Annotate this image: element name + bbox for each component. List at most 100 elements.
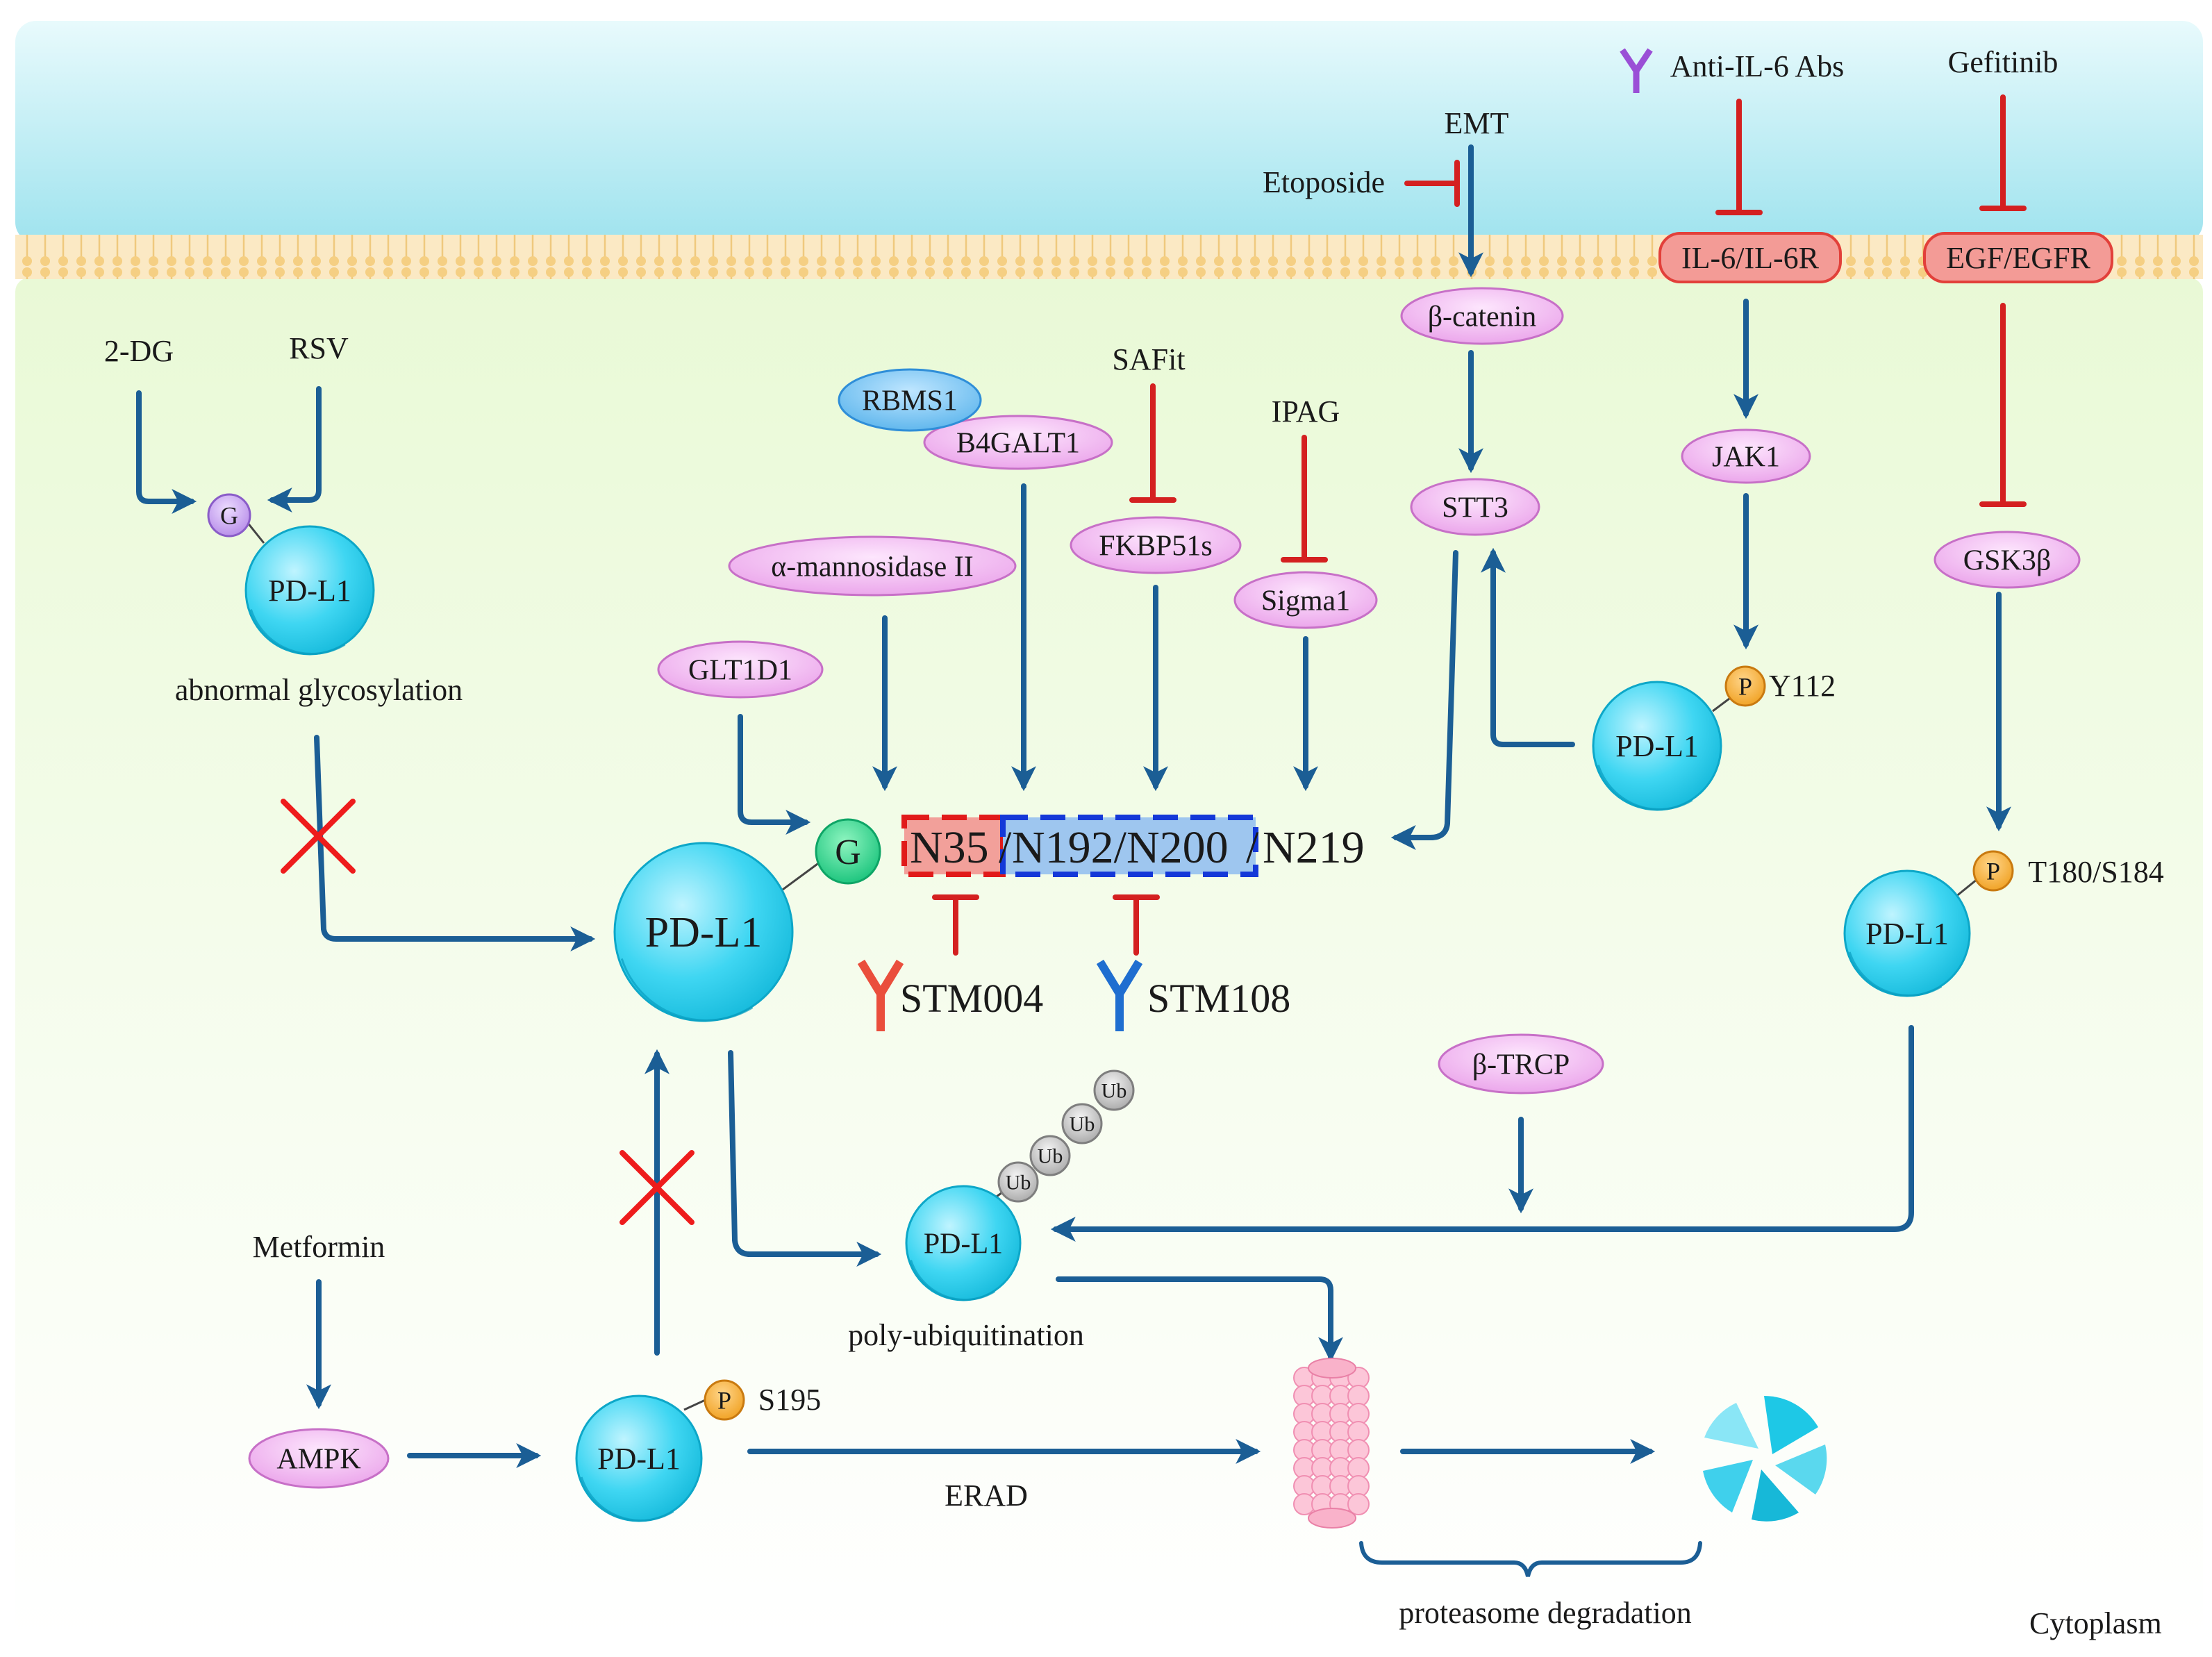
extracellular-region [15,21,2203,243]
glt1d1-node-label: GLT1D1 [688,654,792,686]
n35-site-label: N35 [910,822,989,873]
pdl1-abnormal-glycosylation-label: PD-L1 [268,574,351,608]
stm004-label: STM004 [900,976,1043,1021]
rsv-to-glycan-arrow [267,386,322,513]
phosphate-t180: P [1972,850,2014,892]
phosphate-y112-label: P [1738,673,1752,701]
pdl1-y112-to-stt3-arrow [1481,547,1575,747]
stm108-inhibits-n192-n200 [1113,894,1160,956]
pdl1-s195-label: PD-L1 [597,1442,681,1476]
beta-catenin-node-label: β-catenin [1428,301,1537,333]
stm108-antibody-icon [1096,959,1143,1031]
stt3-to-n219-arrow [1390,550,1458,850]
phosphate-s195: P [704,1379,745,1421]
pdl1-main-to-polyub-arrow [728,1050,882,1267]
proteasome-degradation-label: proteasome degradation [1399,1596,1692,1630]
erad-label: ERAD [945,1479,1028,1513]
n219-site-label: N219 [1263,822,1365,873]
rsv-label: RSV [289,331,349,365]
n192-n200-site-label: N192/N200 [1012,822,1229,873]
alpha-mannosidase-ii-node-label: α-mannosidase II [771,551,973,583]
rbms1-node-label: RBMS1 [862,385,958,417]
cytoplasm-region [15,278,2203,1639]
y112-label: Y112 [1769,669,1836,703]
pdl1-t180-s184-label: PD-L1 [1865,917,1949,951]
egfr-inhibits-gsk3b [1979,303,2027,507]
ampk-node: AMPK [248,1428,390,1489]
poly-ubiquitination-label: poly-ubiquitination [848,1318,1084,1352]
jak1-node-label: JAK1 [1712,441,1780,473]
abnormal-to-pdl1-main-arrow [314,735,596,951]
pdl1-polyubiquitinated: PD-L1 [905,1185,1022,1301]
glycosylation-site-box: N35 / N192/N200 / N219 [901,815,1365,877]
rbms1-node: RBMS1 [838,368,982,432]
cell-membrane [15,235,2203,279]
etoposide-label: Etoposide [1263,165,1385,199]
glycan-small: G [207,493,251,538]
il6-il6r-receptor: IL-6/IL-6R [1658,232,1842,283]
ubiquitin-1-label: Ub [1006,1172,1031,1194]
node-layer: IL-6/IL-6R EGF/EGFR β-cateninJAK1STT3GSK3β… [207,232,2113,1522]
two-dg-label: 2-DG [104,334,174,368]
ubiquitin-2: Ub [1029,1135,1071,1176]
glt1d1-node: GLT1D1 [657,640,824,699]
abnormal-glycosylation-label: abnormal glycosylation [175,673,463,707]
stt3-node-label: STT3 [1442,492,1508,524]
ipag-label: IPAG [1272,394,1340,428]
two-dg-to-glycan-arrow [136,390,197,514]
pdl1-y112-label: PD-L1 [1615,729,1699,763]
safit-inhibits-fkbp51s [1129,383,1176,503]
phosphate-y112: P [1724,665,1766,707]
sigma1-node-label: Sigma1 [1261,585,1350,617]
pdl1-t180-s184: PD-L1 [1843,869,1971,997]
safit-label: SAFit [1112,342,1185,376]
ubiquitin-4-label: Ub [1101,1080,1127,1103]
egf-egfr-receptor-label: EGF/EGFR [1946,241,2090,275]
blocked-s195-pathway-cross [619,1150,695,1225]
emt-label: EMT [1445,106,1509,140]
t180-s184-label: T180/S184 [2028,855,2164,889]
glycan-main-label: G [835,833,861,872]
ubiquitin-2-label: Ub [1038,1145,1063,1168]
metformin-label: Metformin [253,1230,385,1264]
arrow-layer [136,144,2011,1468]
il6-il6r-receptor-label: IL-6/IL-6R [1681,241,1820,275]
gsk3b-node-label: GSK3β [1963,544,2051,576]
block-cross-layer [281,799,695,1225]
s195-label: S195 [758,1383,821,1417]
ubiquitin-3: Ub [1061,1103,1103,1144]
pdl1-main-label: PD-L1 [645,909,763,956]
ipag-inhibits-sigma1 [1281,435,1328,563]
gefitinib-label: Gefitinib [1948,45,2059,79]
pdl1-t180-to-polyub-arrow [1050,1025,1914,1242]
beta-catenin-node: β-catenin [1400,287,1564,345]
anti-il6-abs-label: Anti-IL-6 Abs [1670,49,1845,83]
ubiquitin-3-label: Ub [1070,1113,1095,1136]
b4galt1-node-label: B4GALT1 [956,427,1080,459]
alpha-mannosidase-ii-node: α-mannosidase II [728,535,1017,597]
b4galt1-node: B4GALT1 [923,415,1113,470]
n192-n200-site-box [1000,815,1258,877]
sigma1-node: Sigma1 [1233,571,1378,629]
phosphate-s195-label: P [717,1387,731,1415]
blocked-abnormal-pathway-cross [281,799,356,874]
gsk3b-node: GSK3β [1934,531,2081,589]
pdl1-main: PD-L1 [613,842,794,1022]
stm004-inhibits-n35 [932,894,979,956]
fkbp51s-node-label: FKBP51s [1099,530,1212,562]
anti-il6-inhibits-il6r [1715,99,1763,215]
pdl1-abnormal-glycosylation: PD-L1 [244,525,375,656]
site-separator-2: / [1246,822,1259,873]
ampk-node-label: AMPK [276,1443,360,1475]
beta-trcp-node-label: β-TRCP [1472,1049,1570,1081]
site-separator-1: / [999,822,1012,873]
pdl1-polyubiquitinated-label: PD-L1 [924,1228,1003,1260]
cytoplasm-label: Cytoplasm [2029,1606,2162,1640]
fkbp51s-node: FKBP51s [1070,516,1242,574]
pdl1-s195: PD-L1 [575,1394,703,1522]
stm004-antibody-icon [857,959,904,1031]
proteasome-degradation-bracket [1359,1541,1702,1577]
glycan-small-label: G [220,502,238,530]
polyub-to-proteasome-arrow [1056,1276,1343,1363]
